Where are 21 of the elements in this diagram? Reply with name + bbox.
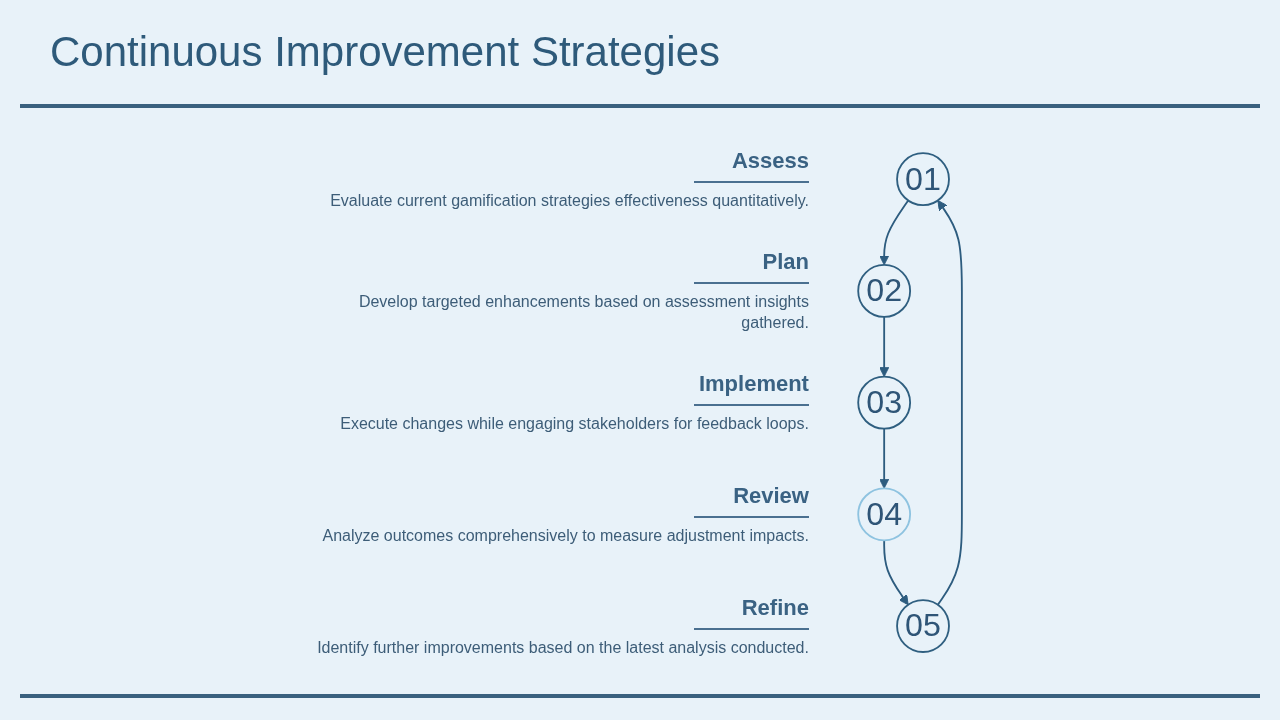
arrow [879,428,890,490]
step-description: Develop targeted enhancements based on assessment insights gathered. [357,291,809,333]
arrow [879,316,890,378]
step-circle: 01 [896,152,950,207]
step-description: Analyze outcomes comprehensively to measure adjustment impacts. [322,525,809,546]
step-description: Execute changes while engaging stakeholders for feedback loops. [340,414,809,435]
step-heading: Implement [698,371,809,398]
step-heading: Assess [731,147,809,174]
step-description: Identify further improvements based on the latest analysis conducted. [317,637,809,658]
step-heading: Review [733,482,809,509]
step-circle: 04 [857,487,911,542]
arrow [936,200,963,607]
step-circle: 05 [896,599,950,654]
step-circle: 02 [857,264,911,319]
step-description: Evaluate current gamification strategies effectiveness quantitatively. [330,190,809,211]
title: Continuous Improvement Strategies [50,28,720,76]
arrow [883,539,909,606]
step-heading: Plan [762,248,809,275]
arrow [879,199,910,266]
step-circle: 03 [857,376,911,430]
step-heading: Refine [741,594,809,621]
